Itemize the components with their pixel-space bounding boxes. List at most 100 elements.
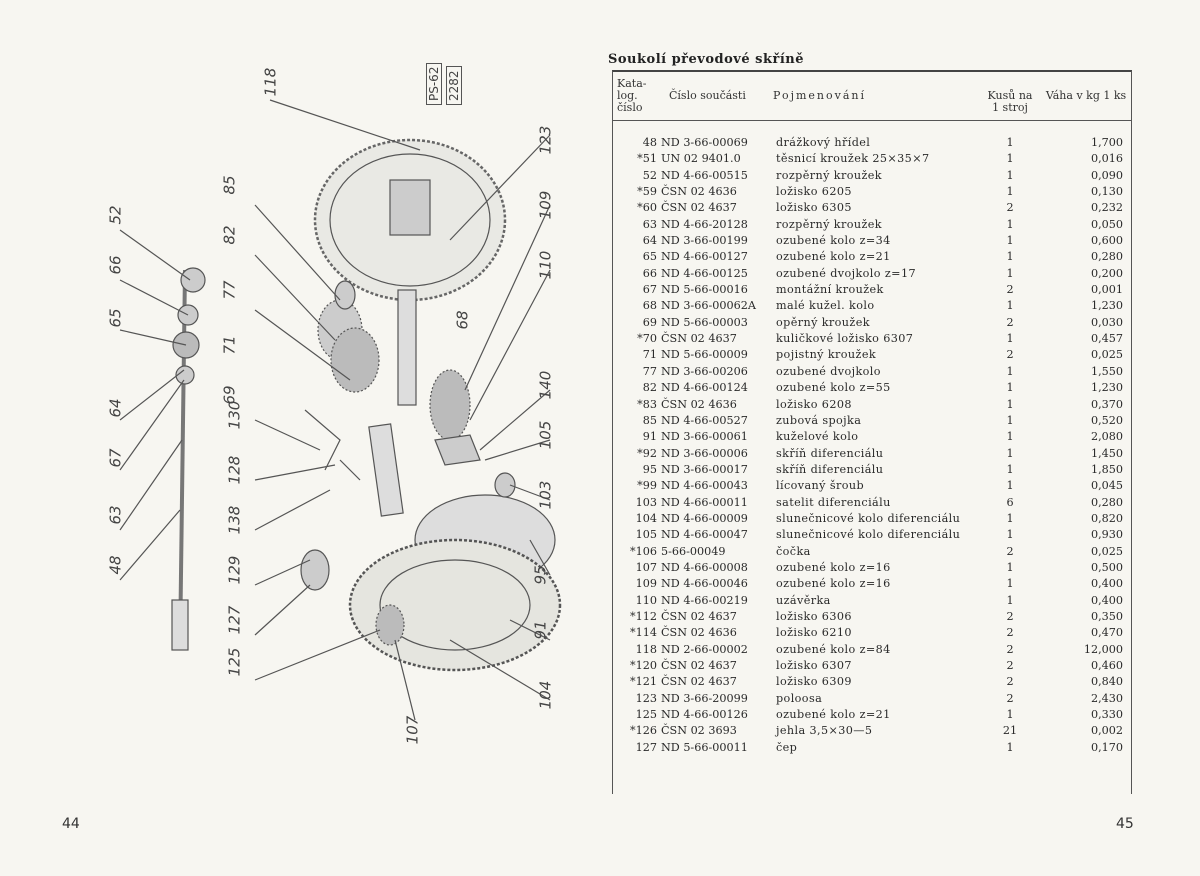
page-number-right: 45 [1116,816,1134,832]
row-weight: 2,080 [1090,430,1123,444]
row-catalog-number: 125 [635,708,657,722]
row-catalog-number: *99 [637,479,657,493]
row-quantity: 1 [1006,299,1014,313]
row-quantity: 1 [1006,381,1014,395]
callout-number: 85 [220,175,239,195]
row-weight: 0,025 [1090,348,1123,362]
row-catalog-number: 77 [642,364,657,378]
row-part-number: ČSN 02 4636 [661,185,737,199]
row-catalog-number: *126 [630,724,657,738]
callout-number: 110 [536,250,555,280]
row-name: ozubené kolo z=16 [776,560,891,574]
row-catalog-number: *112 [630,609,657,623]
row-quantity: 21 [1002,724,1018,738]
row-part-number: ND 5-66-00003 [661,315,748,329]
row-catalog-number: *106 [630,544,657,558]
row-catalog-number: *59 [637,185,657,199]
row-weight: 0,025 [1090,544,1123,558]
row-name: kuželové kolo [776,430,859,444]
row-part-number: ND 4-66-00127 [661,250,748,264]
header-weight: Váha v kg 1 ks [1045,89,1127,102]
row-part-number: ČSN 02 4636 [661,626,737,640]
row-part-number: ND 3-66-20099 [661,691,748,705]
callout-number: 48 [106,555,125,575]
row-part-number: ND 4-66-00009 [661,511,748,525]
header-qty: Kusů na 1 stroj [987,89,1033,114]
row-part-number: ND 3-66-00062A [661,299,756,313]
row-name: skříň diferenciálu [776,446,884,460]
row-catalog-number: 95 [642,462,657,476]
row-weight: 1,850 [1090,462,1123,476]
row-weight: 1,230 [1090,381,1123,395]
callout-number: 68 [453,310,472,330]
catalog-stamp: PS-62 2282 [422,61,492,105]
section-title: Soukolí převodové skříně [608,52,804,67]
callout-number: 64 [106,398,125,418]
row-quantity: 1 [1006,250,1014,264]
row-catalog-number: *70 [637,332,657,346]
row-quantity: 1 [1006,168,1014,182]
stamp-line-2: 2282 [446,66,462,105]
row-name: jehla 3,5×30—5 [776,724,873,738]
row-quantity: 1 [1006,560,1014,574]
row-quantity: 1 [1006,413,1014,427]
row-name: ložisko 6210 [776,626,852,640]
row-weight: 0,400 [1090,593,1123,607]
callout-number: 140 [536,370,555,400]
row-part-number: ND 4-66-00124 [661,381,748,395]
row-name: pojistný kroužek [776,348,877,362]
row-part-number: ND 3-66-00069 [661,136,748,149]
callout-number: 107 [403,715,422,745]
row-catalog-number: 68 [642,299,657,313]
row-weight: 0,820 [1090,511,1123,525]
row-catalog-number: 103 [635,495,657,509]
row-name: rozpěrný kroužek [776,217,882,231]
row-quantity: 1 [1006,234,1014,248]
row-part-number: ND 4-66-00515 [661,168,748,182]
row-weight: 0,840 [1090,675,1123,689]
row-catalog-number: *92 [637,446,657,460]
row-part-number: ND 4-66-00043 [661,479,748,493]
row-quantity: 1 [1006,397,1014,411]
row-quantity: 2 [1006,609,1014,623]
callout-number: 125 [225,647,244,677]
row-name: poloosa [776,691,823,705]
row-part-number: ND 4-66-00126 [661,708,748,722]
row-quantity: 1 [1006,266,1014,280]
row-catalog-number: 85 [642,413,657,427]
row-part-number: ND 3-66-00017 [661,462,748,476]
row-weight: 0,050 [1090,217,1123,231]
row-part-number: 5-66-00049 [661,544,726,558]
row-name: ložisko 6309 [776,675,852,689]
row-name: zubová spojka [776,413,862,427]
row-quantity: 2 [1006,626,1014,640]
row-part-number: ND 4-66-00125 [661,266,748,280]
row-weight: 1,450 [1090,446,1123,460]
callout-number: 109 [536,190,555,220]
row-weight: 0,170 [1090,740,1123,754]
row-name: ložisko 6205 [776,185,852,199]
row-weight: 0,280 [1090,250,1123,264]
header-part-no: Číslo součásti [669,89,746,102]
row-weight: 0,600 [1090,234,1123,248]
row-part-number: ND 3-66-00061 [661,430,748,444]
row-catalog-number: 69 [642,315,657,329]
row-name: slunečnicové kolo diferenciálu [776,511,961,525]
row-name: ložisko 6306 [776,609,852,623]
row-part-number: ND 5-66-00011 [661,740,748,754]
row-name: rozpěrný kroužek [776,168,882,182]
right-page: Soukolí převodové skříně Kata-log. číslo… [600,0,1200,876]
